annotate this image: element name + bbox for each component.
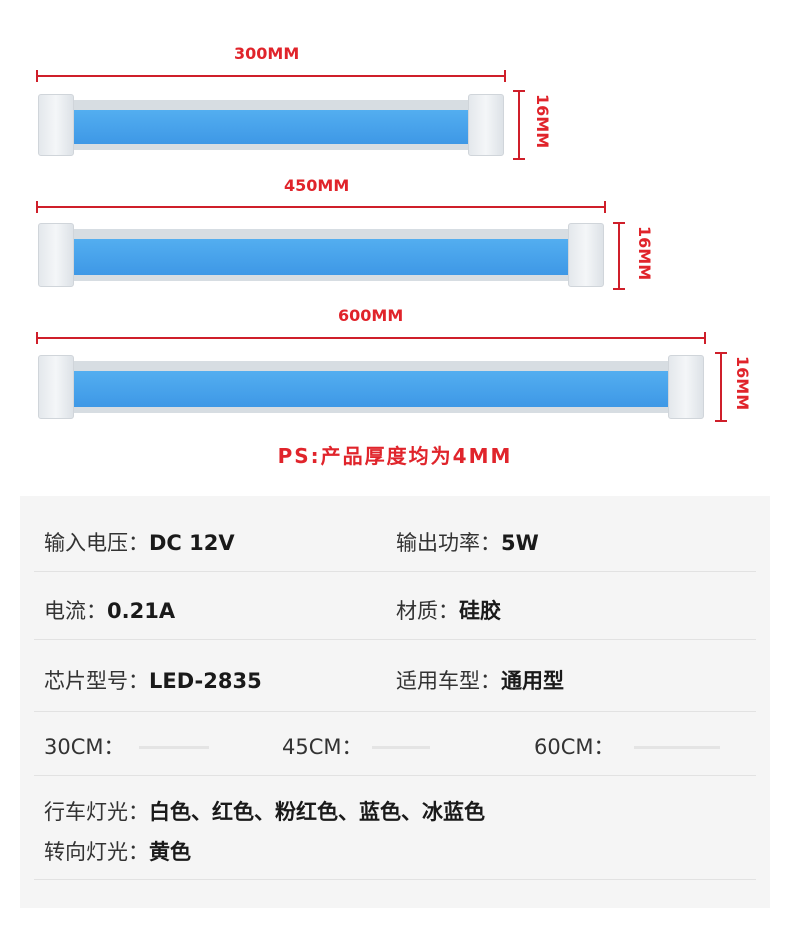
spec-current: 电流：0.21A — [44, 599, 176, 623]
spec-len30: 30CM： — [44, 735, 125, 759]
len45-swatch — [372, 746, 430, 749]
strip3-height-line — [715, 352, 727, 422]
spec-row: 电流：0.21A 材质：硅胶 — [34, 571, 756, 640]
spec-row: 行车灯光：白色、红色、粉红色、蓝色、冰蓝色 转向灯光：黄色 — [34, 775, 756, 880]
spec-chip: 芯片型号：LED-2835 — [44, 669, 262, 693]
strip1-image — [38, 94, 504, 156]
len30-swatch — [139, 746, 209, 749]
strip1-height-label: 16MM — [533, 94, 552, 149]
spec-vehicle: 适用车型：通用型 — [396, 669, 564, 693]
spec-len60: 60CM： — [534, 735, 615, 759]
strip3-length-line — [36, 332, 706, 344]
spec-row: 输入电压：DC 12V 输出功率：5W — [34, 496, 756, 572]
spec-row: 芯片型号：LED-2835 适用车型：通用型 — [34, 639, 756, 712]
thickness-note: PS:产品厚度均为4MM — [277, 444, 513, 468]
spec-row: 30CM： 45CM： 60CM： — [34, 711, 756, 776]
strip2-image — [38, 223, 604, 287]
strip2-length-label: 450MM — [284, 176, 350, 195]
strip2-height-line — [613, 222, 625, 290]
specs-panel: 输入电压：DC 12V 输出功率：5W 电流：0.21A 材质：硅胶 芯片型号：… — [20, 496, 770, 908]
spec-len45: 45CM： — [282, 735, 363, 759]
spec-turn: 转向灯光：黄色 — [44, 840, 191, 864]
strip1-length-line — [36, 70, 506, 82]
spec-voltage: 输入电压：DC 12V — [44, 531, 235, 555]
strip3-length-label: 600MM — [338, 306, 404, 325]
strip2-length-line — [36, 201, 606, 213]
spec-material: 材质：硅胶 — [396, 599, 501, 623]
strip3-image — [38, 355, 704, 419]
strip2-height-label: 16MM — [635, 226, 654, 281]
spec-drl: 行车灯光：白色、红色、粉红色、蓝色、冰蓝色 — [44, 800, 485, 824]
spec-power: 输出功率：5W — [396, 531, 539, 555]
strip1-height-line — [513, 90, 525, 160]
strip3-height-label: 16MM — [733, 356, 752, 411]
len60-swatch — [634, 746, 720, 749]
strip1-length-label: 300MM — [234, 44, 300, 63]
